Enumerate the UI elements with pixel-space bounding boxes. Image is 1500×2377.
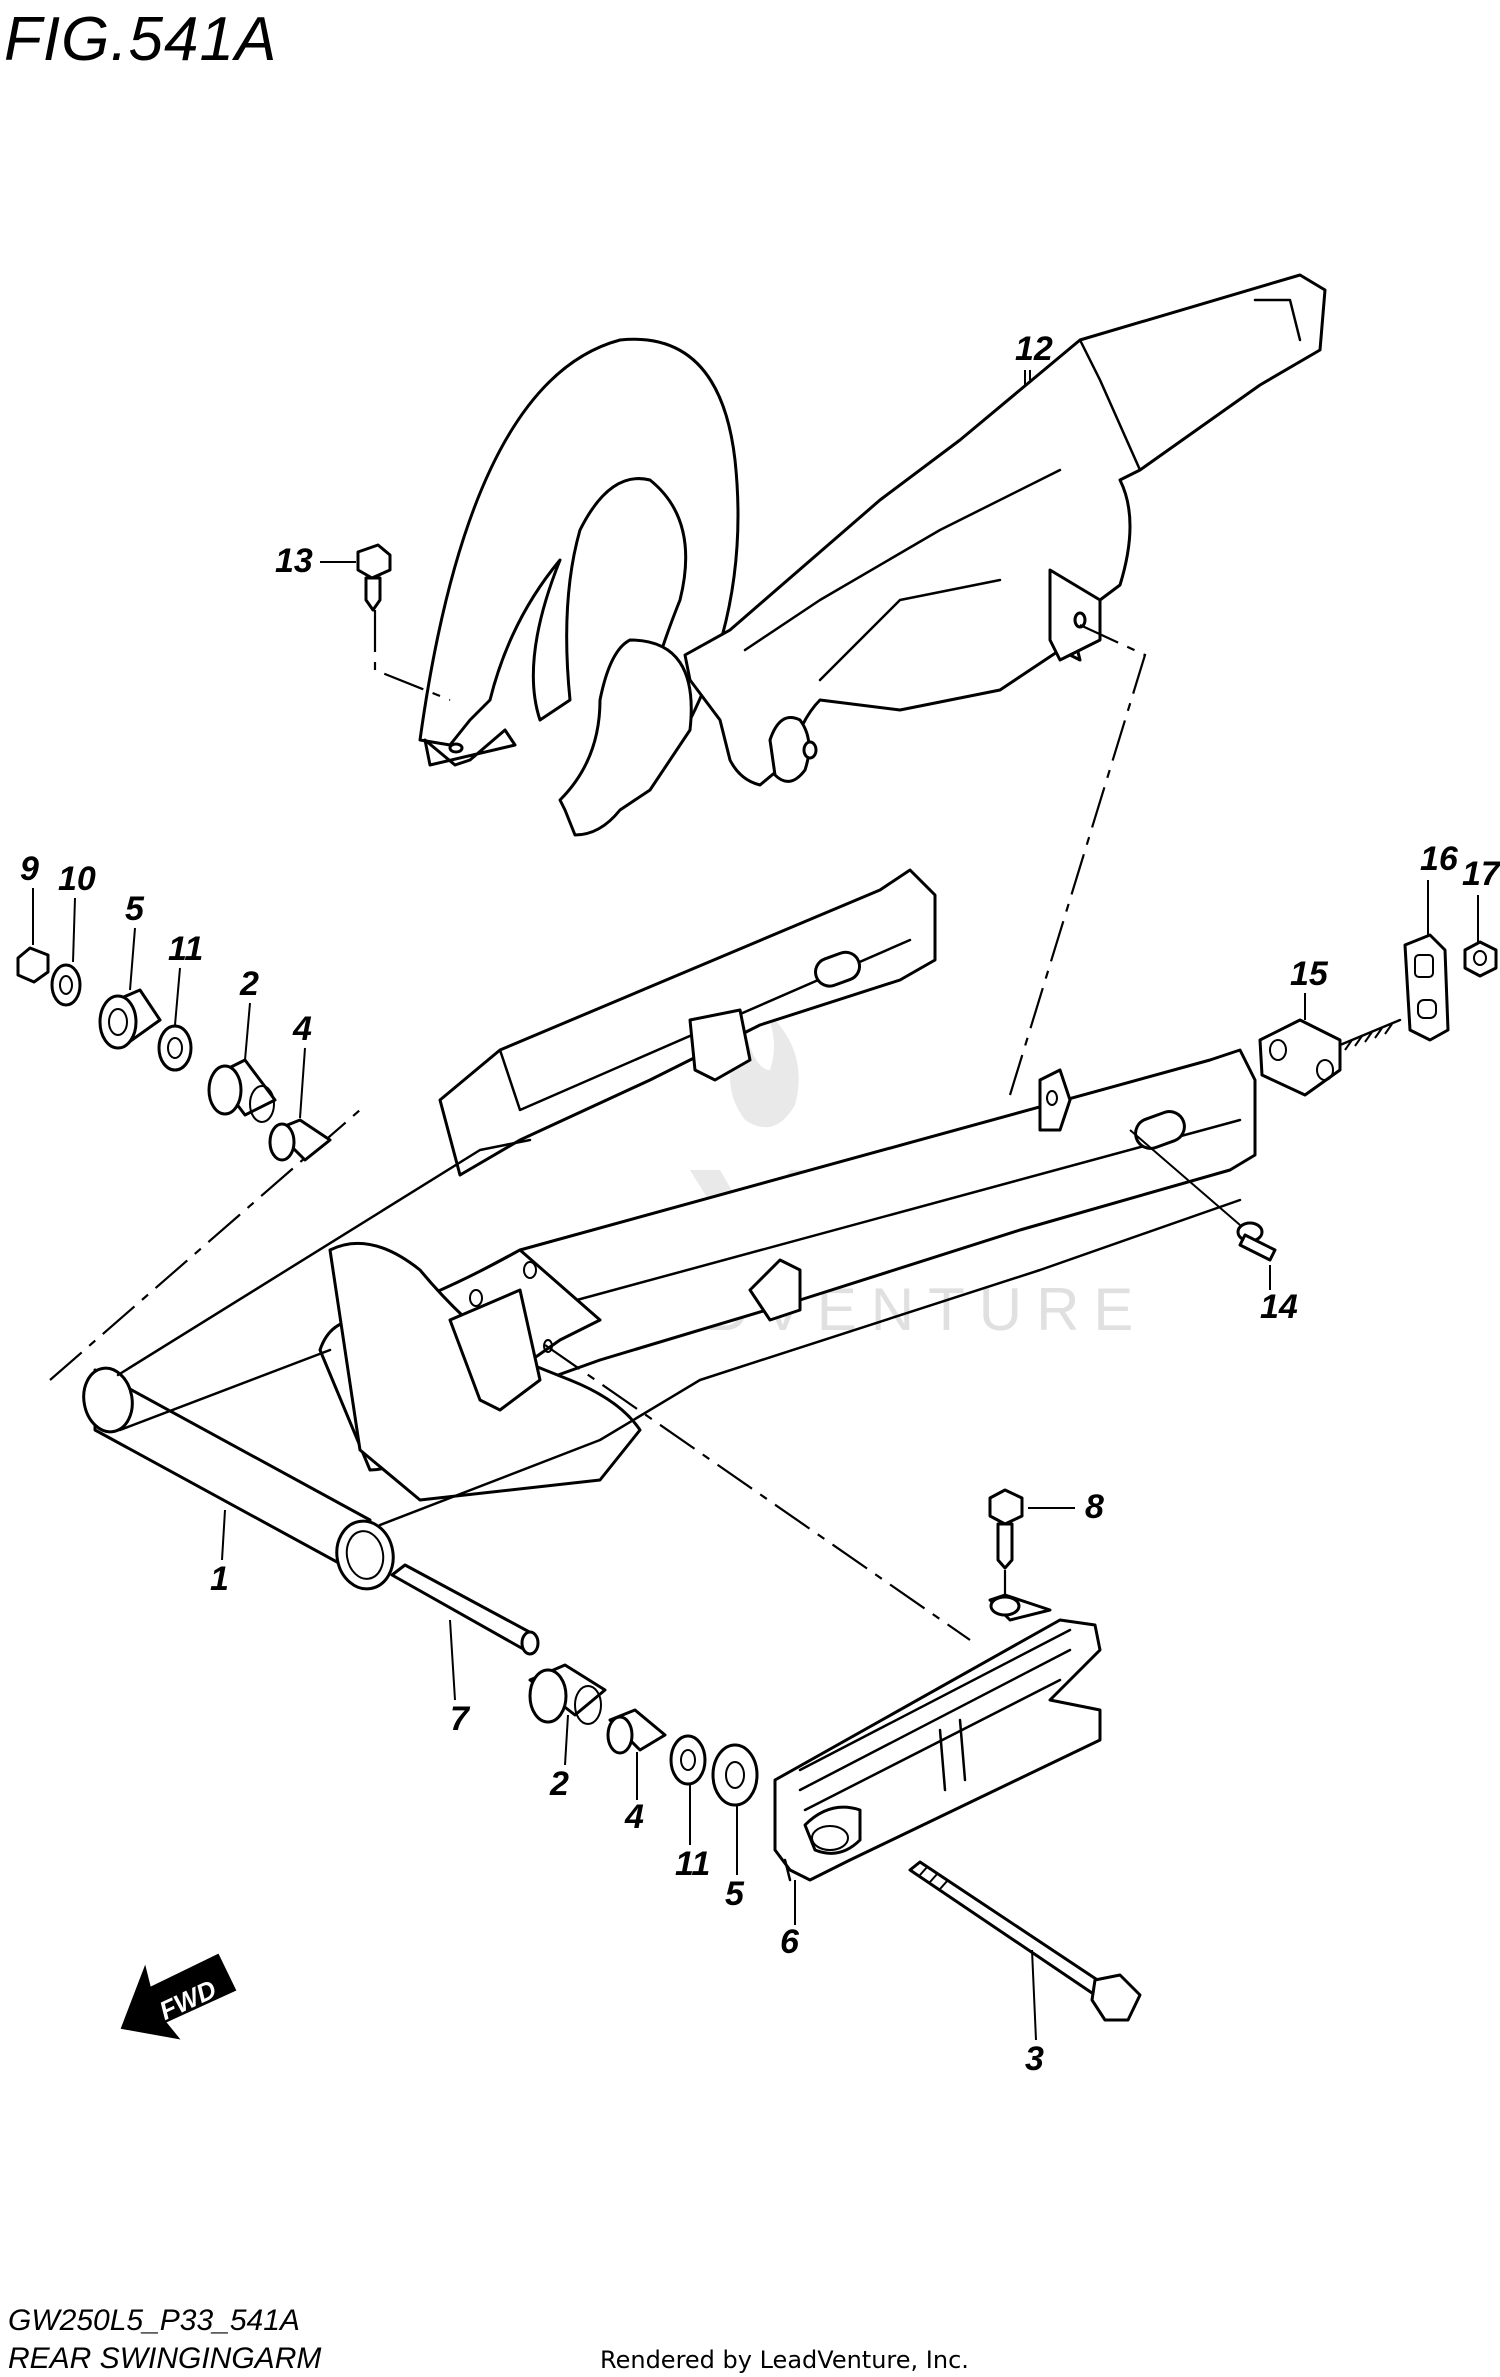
callout-6: 6: [780, 1923, 800, 1961]
callout-12: 12: [1015, 330, 1053, 368]
part-6-chain-slider: [773, 1593, 1102, 1882]
part-7-spacer: [390, 1563, 537, 1652]
callout-15: 15: [1290, 955, 1329, 993]
callout-4-left: 4: [292, 1010, 312, 1048]
callout-5-bottom: 5: [725, 1875, 745, 1913]
callout-2-left: 2: [239, 965, 259, 1003]
callout-9: 9: [20, 850, 39, 888]
callout-14: 14: [1260, 1288, 1298, 1326]
callout-2-bottom: 2: [549, 1765, 569, 1803]
part-8-bolt: [988, 1488, 1024, 1570]
fwd-arrow-icon: FWD: [120, 1953, 237, 2040]
diagram-code: GW250L5_P33_541A: [8, 2304, 300, 2337]
part-16-plate: [1403, 933, 1450, 1042]
diagram-name: REAR SWINGINGARM: [8, 2342, 321, 2375]
right-adjuster: [1258, 933, 1498, 1097]
callout-10: 10: [58, 860, 96, 898]
callout-11-bottom: 11: [675, 1845, 710, 1883]
left-hardware: [16, 946, 332, 1162]
part-1-swingarm: [82, 868, 1257, 1591]
part-9-nut: [16, 946, 50, 984]
callout-3: 3: [1025, 2040, 1044, 2078]
part-13-screw: [356, 543, 392, 612]
part-11-washer: [157, 1024, 193, 1072]
callout-17: 17: [1462, 855, 1500, 893]
part-3-bolt: [908, 1860, 1142, 2022]
figure-title: FIG.541A: [4, 5, 277, 74]
part-10-washer: [50, 963, 82, 1007]
part-14-screw: [1236, 1221, 1277, 1262]
callout-4-bottom: 4: [624, 1798, 644, 1836]
render-credit: Rendered by LeadVenture, Inc.: [600, 2346, 969, 2374]
callout-5-left: 5: [125, 890, 145, 928]
part-15-adjuster: [1258, 1018, 1342, 1097]
part-5-seal-b: [711, 1743, 759, 1807]
callout-7: 7: [450, 1700, 471, 1738]
part-17-nut: [1463, 940, 1498, 978]
bottom-hardware: [390, 1563, 759, 1807]
callout-1: 1: [210, 1560, 229, 1598]
callout-13: 13: [275, 542, 313, 580]
part-11-washer-b: [669, 1734, 707, 1786]
callout-16: 16: [1420, 840, 1459, 878]
callout-8: 8: [1085, 1488, 1104, 1526]
callout-11-left: 11: [168, 930, 203, 968]
part-12-chain-case: [418, 273, 1327, 837]
